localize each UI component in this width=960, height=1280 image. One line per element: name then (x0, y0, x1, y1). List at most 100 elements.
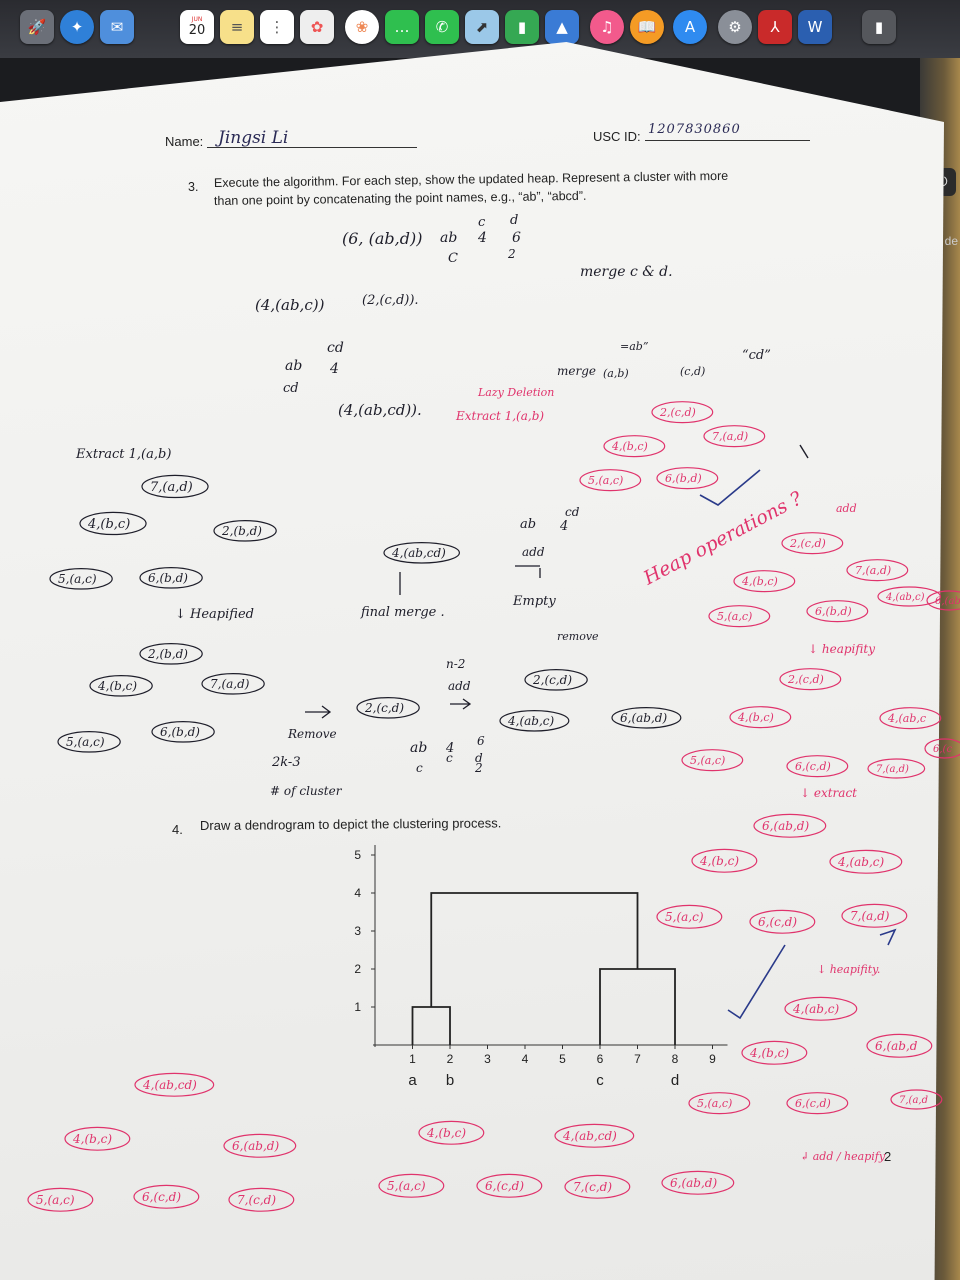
handwritten-text: (2,(c,d)). (362, 293, 419, 308)
rocket-icon[interactable]: 🚀 (20, 10, 54, 44)
red-annotation: 4,(b,c) (729, 706, 792, 729)
handwritten-text: ab (410, 740, 427, 756)
q3-number: 3. (188, 180, 199, 194)
itunes-icon[interactable]: ♫ (590, 10, 624, 44)
red-annotation: 5,(a,c) (681, 749, 744, 772)
handwritten-text: 7,(a,d) (150, 480, 193, 495)
red-annotation: ↓ heapifity. (817, 963, 880, 976)
handwritten-text: 4,(b,c) (749, 1046, 789, 1060)
mail-icon[interactable]: ✉ (100, 10, 134, 44)
red-annotation: 6,(c,d) (476, 1173, 543, 1198)
red-annotation: 7,(c,d) (564, 1174, 631, 1199)
handwritten-text: 4,(ab,c) (837, 855, 885, 869)
handwritten-text: 2,(c,d) (789, 537, 826, 550)
trash-icon[interactable]: ▮ (862, 10, 896, 44)
handwritten-text: 6,(ab,d) (762, 819, 809, 833)
photos-icon[interactable]: ✿ (300, 10, 334, 44)
red-annotation: 4,(b,c) (603, 435, 666, 458)
handwritten-text: (c,d) (680, 365, 705, 378)
name-value: Jingsi Li (218, 128, 289, 148)
heap-node-ring (134, 1072, 215, 1097)
red-annotation: ↓ heapifity (808, 642, 875, 656)
heap-node-ring (57, 730, 121, 753)
name-underline (207, 147, 417, 148)
word-icon[interactable]: W (798, 10, 832, 44)
dendrogram-link (430, 892, 639, 1007)
appstore-icon[interactable]: A (673, 10, 707, 44)
handwritten-text: 4,(ab,c) (885, 592, 925, 603)
heap-node-ring (223, 1133, 297, 1158)
handwritten-text: ↓ heapifity. (817, 963, 880, 976)
messages-icon[interactable]: … (385, 10, 419, 44)
handwritten-text: 2,(c,d) (364, 701, 404, 715)
red-annotation: 4,(ab,cd) (554, 1123, 635, 1148)
heap-node-ring (691, 848, 758, 873)
reminders-icon[interactable]: ⋮ (260, 10, 294, 44)
heap-node-ring (841, 903, 908, 928)
handwritten-text: (4,(ab,c)) (255, 296, 325, 314)
red-annotation: Extract 1,(a,b) (455, 409, 544, 423)
handwritten-text: 6 (477, 734, 485, 748)
heap-node-ring (681, 749, 744, 772)
handwritten-text: c (478, 215, 486, 230)
acrobat-icon[interactable]: ⅄ (758, 10, 792, 44)
heap-node-ring (926, 590, 960, 611)
red-annotation: 4,(ab,cd) (134, 1072, 215, 1097)
photos-icon[interactable]: ❀ (345, 10, 379, 44)
heap-node-ring (141, 474, 209, 499)
handwritten-text: 2,(b,d) (147, 647, 188, 661)
maps-icon[interactable]: ⬈ (465, 10, 499, 44)
ibooks-icon[interactable]: 📖 (630, 10, 664, 44)
handwritten-text: Heap operations ? (639, 487, 806, 590)
heap-node-ring (656, 904, 723, 929)
handwritten-text: ab (520, 517, 536, 532)
handwritten-text: 4 (559, 519, 568, 534)
x-tick-label: 1 (409, 1052, 416, 1066)
y-tick-label: 2 (354, 962, 361, 976)
y-tick-label: 5 (354, 848, 361, 862)
handwritten-text: Remove (287, 727, 337, 741)
heap-node-ring (564, 1174, 631, 1199)
handwritten-text: 4 (477, 230, 487, 246)
handwritten-text: 4,(ab,c (887, 712, 926, 725)
keynote-icon[interactable]: ▲ (545, 10, 579, 44)
handwritten-text: 5,(a,c) (697, 1097, 732, 1110)
arrow-up-icon (515, 565, 541, 578)
handwritten-text: 6,(c,d) (795, 1097, 831, 1110)
heap-node-ring (418, 1120, 485, 1145)
calendar-icon[interactable]: JUN 20 (180, 10, 214, 44)
heap-node-ring (879, 707, 942, 730)
handwritten-text: 7,(a,d) (850, 909, 890, 923)
usc-id-label: USC ID: (593, 129, 641, 144)
handwritten-text: 5,(a,c) (36, 1193, 75, 1207)
notes-icon[interactable]: ≡ (220, 10, 254, 44)
red-annotation: 6,(ab,d (866, 1033, 933, 1058)
handwritten-text: remove (557, 630, 599, 643)
handwritten-text: 4,(ab,cd) (391, 546, 446, 560)
arrow-right-icon (450, 698, 472, 710)
red-annotation: 5,(a,c) (708, 605, 771, 628)
red-annotation: ↓ extract (800, 786, 857, 800)
safari-icon[interactable]: ✦ (60, 10, 94, 44)
page-number: 2 (884, 1149, 892, 1164)
red-annotation: 6,(c,d) (786, 755, 849, 778)
system-preferences-icon[interactable]: ⚙ (718, 10, 752, 44)
handwritten-text: 6,(b,d) (160, 725, 200, 739)
handwritten-text: 2,(b,d) (221, 524, 262, 538)
red-annotation: 5,(a,c) (378, 1173, 445, 1198)
heap-node-ring (786, 755, 849, 778)
heap-node-ring (133, 1184, 200, 1209)
heap-node-ring (579, 469, 642, 492)
handwritten-text: 2 (507, 247, 516, 261)
handwritten-text: 4,(b,c) (611, 440, 648, 453)
numbers-icon[interactable]: ▮ (505, 10, 539, 44)
facetime-icon[interactable]: ✆ (425, 10, 459, 44)
heap-node-ring (651, 401, 714, 424)
dendrogram-link (411, 1006, 451, 1045)
handwritten-text: 4,(ab,c) (792, 1002, 840, 1016)
heap-node-ring (688, 1092, 751, 1115)
handwritten-text: 5,(a,c) (588, 474, 623, 487)
usc-id-value: 1207830860 (648, 122, 741, 137)
